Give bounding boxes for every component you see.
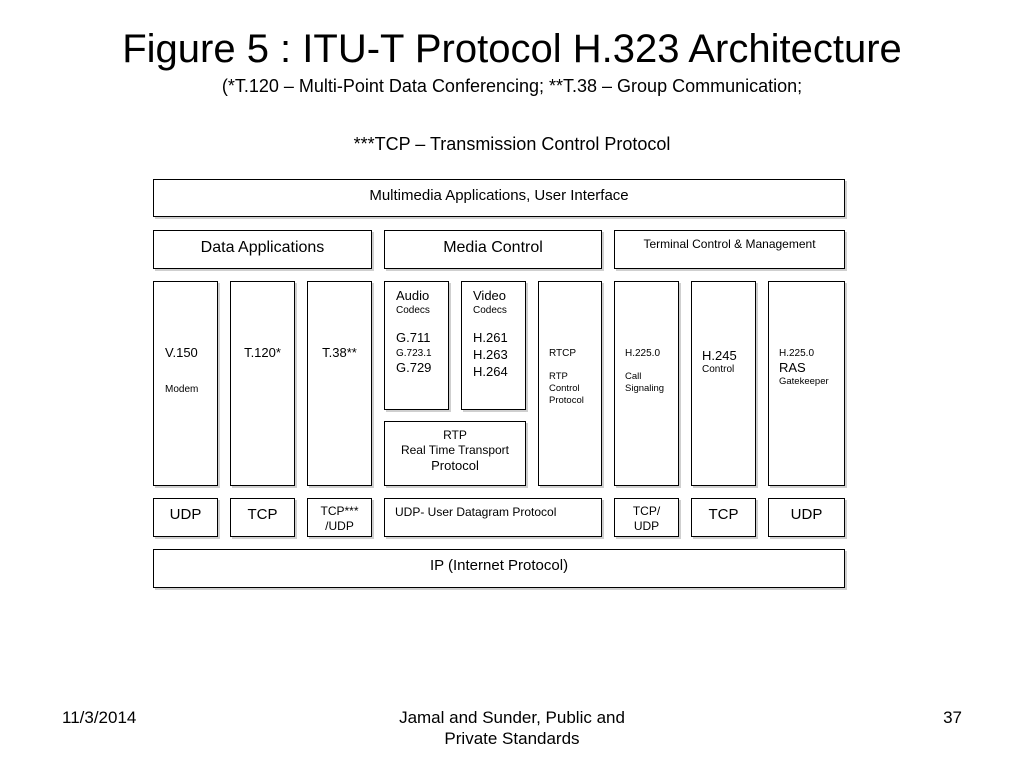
rtp-desc-line1: Real Time Transport xyxy=(400,443,510,457)
t120-box: T.120* xyxy=(230,281,295,486)
rtcp-desc-line1: RTP xyxy=(549,371,568,382)
h2250-call-desc-line1: Call xyxy=(625,371,642,382)
rtp-label: RTP xyxy=(443,428,467,442)
data-applications-label: Data Applications xyxy=(200,239,325,256)
footer-center-line2: Private Standards xyxy=(444,729,580,748)
footer-page-number: 37 xyxy=(943,708,962,727)
video-label: Video xyxy=(473,288,507,303)
h2250-call-signaling-box: H.225.0 Call Signaling xyxy=(614,281,679,486)
udp-label-2: UDP xyxy=(790,506,823,523)
rtcp-label: RTCP xyxy=(549,348,577,359)
audio-codec-g711: G.711 xyxy=(396,330,431,345)
data-applications-box: Data Applications xyxy=(153,230,372,269)
tcp-udp-box-2: TCP/ UDP xyxy=(614,498,679,537)
h245-label: H.245 xyxy=(702,348,737,363)
slide-title: Figure 5 : ITU-T Protocol H.323 Architec… xyxy=(122,27,902,71)
rtcp-desc-line2: Control xyxy=(549,383,580,394)
footer-center-line1: Jamal and Sunder, Public and xyxy=(399,708,625,727)
udp-label-1: UDP xyxy=(169,506,202,523)
h2250-ras-desc: Gatekeeper xyxy=(779,376,829,387)
ip-box: IP (Internet Protocol) xyxy=(153,549,845,588)
video-codec-h264: H.264 xyxy=(473,364,508,379)
tcp-udp-label-1b: /UDP xyxy=(325,519,354,533)
v150-desc: Modem xyxy=(165,384,199,395)
audio-desc: Codecs xyxy=(396,305,430,316)
audio-codecs-box: Audio Codecs G.711 G.723.1 G.729 xyxy=(384,281,449,410)
t38-box: T.38** xyxy=(307,281,372,486)
rtp-desc-line2: Protocol xyxy=(431,458,479,473)
t38-label: T.38** xyxy=(322,345,357,360)
slide-subtitle-line2: ***TCP – Transmission Control Protocol xyxy=(353,134,671,154)
audio-codec-g7231: G.723.1 xyxy=(396,348,432,359)
multimedia-applications-label: Multimedia Applications, User Interface xyxy=(369,187,629,204)
h2250-call-desc-line2: Signaling xyxy=(625,383,665,394)
tcp-label-1: TCP xyxy=(247,506,278,523)
video-codec-h263: H.263 xyxy=(473,347,508,362)
multimedia-applications-box: Multimedia Applications, User Interface xyxy=(153,179,845,217)
udp-box-2: UDP xyxy=(768,498,845,537)
h2250-call-label: H.225.0 xyxy=(625,348,661,359)
terminal-control-label: Terminal Control & Management xyxy=(643,237,816,251)
udp-user-datagram-label: UDP- User Datagram Protocol xyxy=(395,505,557,519)
footer-center: Jamal and Sunder, Public and Private Sta… xyxy=(362,707,662,749)
h245-box: H.245 Control xyxy=(691,281,756,486)
rtcp-desc-line3: Protocol xyxy=(549,395,584,406)
footer-date: 11/3/2014 xyxy=(62,708,137,727)
video-codec-h261: H.261 xyxy=(473,330,508,345)
video-desc: Codecs xyxy=(473,305,507,316)
tcp-box-2: TCP xyxy=(691,498,756,537)
h2250-ras-label: H.225.0 xyxy=(779,348,815,359)
t120-label: T.120* xyxy=(244,345,281,360)
tcp-box-1: TCP xyxy=(230,498,295,537)
tcp-udp-label-2b: UDP xyxy=(633,519,660,533)
audio-label: Audio xyxy=(396,288,430,303)
v150-label: V.150 xyxy=(165,345,198,360)
tcp-udp-box-1: TCP*** /UDP xyxy=(307,498,372,537)
media-control-box: Media Control xyxy=(384,230,602,269)
tcp-label-2: TCP xyxy=(708,506,739,523)
v150-box: V.150 Modem xyxy=(153,281,218,486)
slide-subtitle-line1: (*T.120 – Multi-Point Data Conferencing;… xyxy=(221,76,803,96)
rtp-box: RTP Real Time Transport Protocol xyxy=(384,421,526,486)
ras-label: RAS xyxy=(779,360,806,375)
audio-codec-g729: G.729 xyxy=(396,360,432,375)
video-codecs-box: Video Codecs H.261 H.263 H.264 xyxy=(461,281,526,410)
rtcp-box: RTCP RTP Control Protocol xyxy=(538,281,602,486)
tcp-udp-label-2a: TCP/ xyxy=(632,504,661,518)
h245-desc: Control xyxy=(702,364,735,375)
h2250-ras-box: H.225.0 RAS Gatekeeper xyxy=(768,281,845,486)
tcp-udp-label-1a: TCP*** xyxy=(320,504,359,518)
ip-label: IP (Internet Protocol) xyxy=(429,557,569,574)
media-control-label: Media Control xyxy=(443,239,543,256)
terminal-control-box: Terminal Control & Management xyxy=(614,230,845,269)
udp-user-datagram-box: UDP- User Datagram Protocol xyxy=(384,498,602,537)
udp-box-1: UDP xyxy=(153,498,218,537)
